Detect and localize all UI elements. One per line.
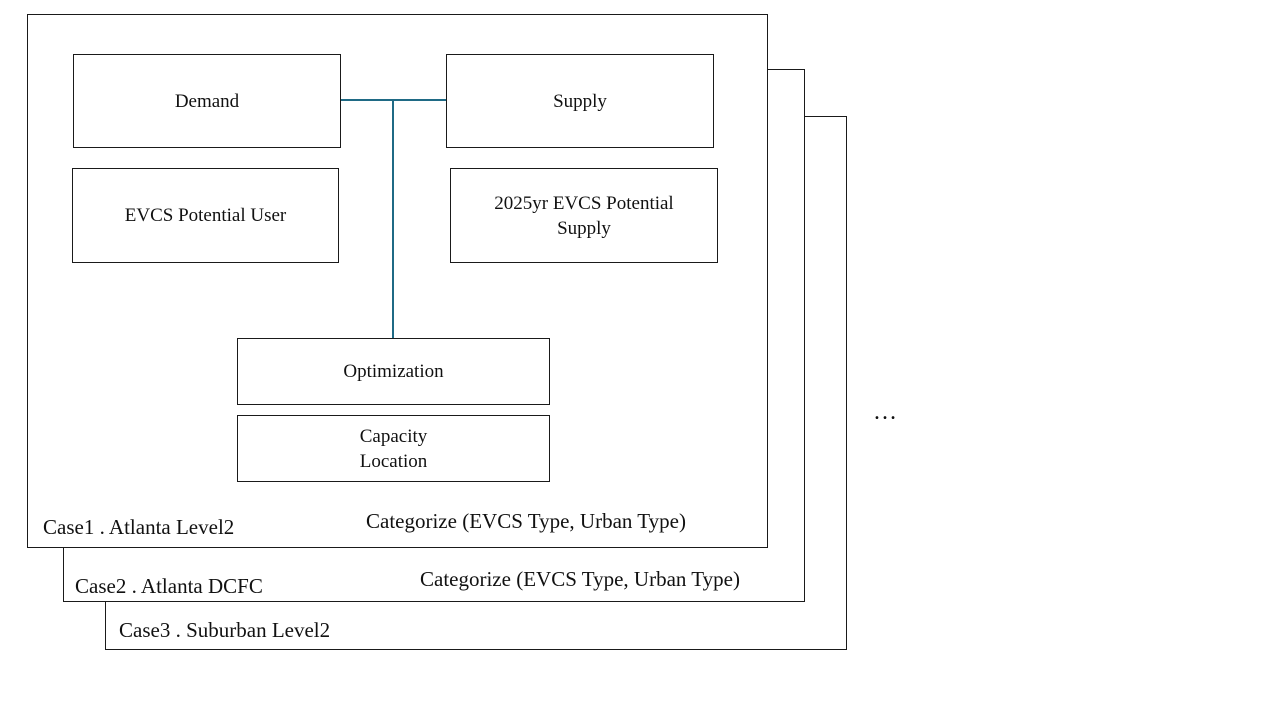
capacity-location-label: Capacity Location <box>359 425 428 472</box>
demand-label: Demand <box>174 90 240 112</box>
potential-user-label: EVCS Potential User <box>124 205 287 226</box>
case1-panel: Demand Supply EVCS Potential User 2025yr… <box>27 14 768 548</box>
capacity-location-box: Capacity Location <box>237 415 550 482</box>
case2-categorize-label: Categorize (EVCS Type, Urban Type) <box>420 567 740 591</box>
supply-box: Supply <box>446 54 714 148</box>
case1-categorize-label: Categorize (EVCS Type, Urban Type) <box>366 509 686 533</box>
demand-box: Demand <box>73 54 341 148</box>
optimization-box: Optimization <box>237 338 550 405</box>
optimization-label: Optimization <box>343 361 444 382</box>
potential-supply-label: 2025yr EVCS Potential Supply <box>494 192 674 239</box>
optimization-connector <box>392 100 394 339</box>
potential-supply-box: 2025yr EVCS Potential Supply <box>450 168 718 263</box>
case2-label: Case2 . Atlanta DCFC <box>75 574 263 598</box>
more-cases-ellipsis: … <box>873 399 900 425</box>
case1-label: Case1 . Atlanta Level2 <box>43 515 235 539</box>
case3-label: Case3 . Suburban Level2 <box>119 618 331 642</box>
potential-user-box: EVCS Potential User <box>72 168 339 263</box>
supply-label: Supply <box>553 90 607 112</box>
